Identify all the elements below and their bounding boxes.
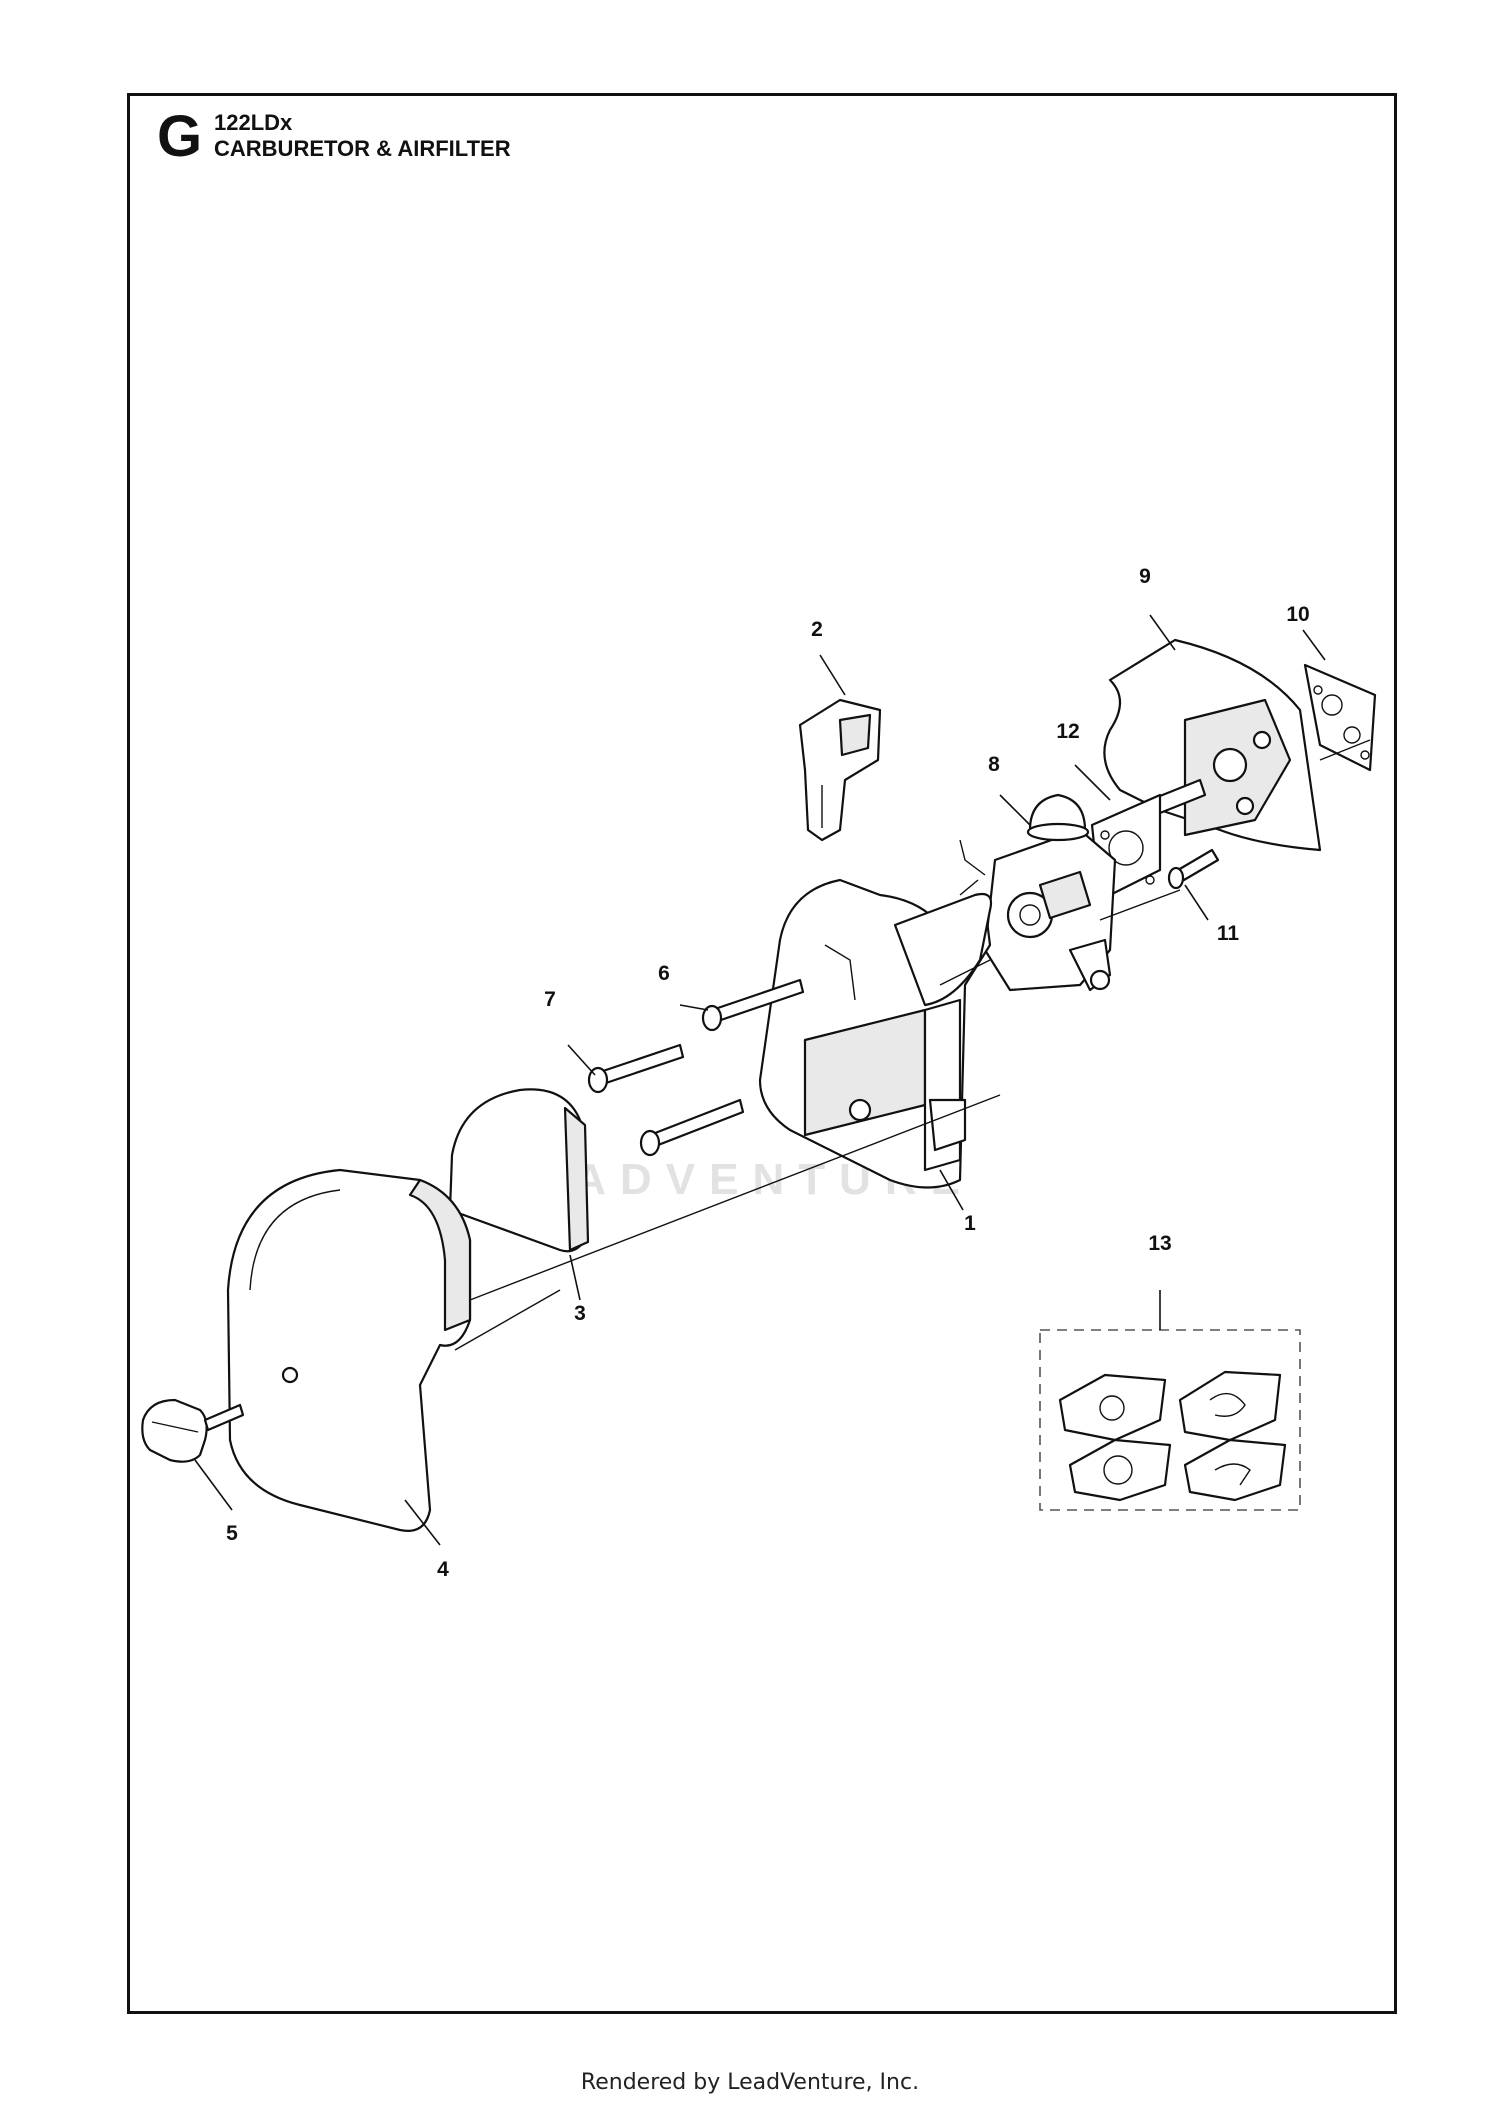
callout-6[interactable]: 6 xyxy=(658,962,670,985)
diagram-frame xyxy=(127,93,1397,2014)
callout-5[interactable]: 5 xyxy=(226,1522,238,1545)
callout-8[interactable]: 8 xyxy=(988,753,1000,776)
part-3-filter-element[interactable] xyxy=(448,1088,590,1253)
callout-3[interactable]: 3 xyxy=(574,1302,586,1325)
section-letter: G xyxy=(157,104,203,169)
callout-13[interactable]: 13 xyxy=(1148,1232,1172,1255)
part-11-screw[interactable] xyxy=(1167,848,1220,890)
callout-4[interactable]: 4 xyxy=(437,1558,449,1581)
part-7-screw[interactable] xyxy=(587,1043,745,1157)
section-title: CARBURETOR & AIRFILTER xyxy=(214,136,511,161)
part-1-airfilter-housing[interactable] xyxy=(758,878,993,1189)
callout-11[interactable]: 11 xyxy=(1216,922,1240,945)
part-4-airfilter-cover[interactable] xyxy=(226,1168,472,1532)
callout-1[interactable]: 1 xyxy=(964,1212,976,1235)
callout-10[interactable]: 10 xyxy=(1286,603,1310,626)
part-8-carburetor[interactable] xyxy=(959,793,1117,992)
callout-12[interactable]: 12 xyxy=(1056,720,1080,743)
part-2-bracket[interactable] xyxy=(798,698,882,842)
model-label: 122LDx xyxy=(214,110,293,135)
part-13-gasket-kit[interactable] xyxy=(1039,1329,1301,1511)
callout-2[interactable]: 2 xyxy=(811,618,823,641)
callout-9[interactable]: 9 xyxy=(1139,565,1151,588)
part-5-knob[interactable] xyxy=(141,1398,245,1463)
footer-credit: Rendered by LeadVenture, Inc. xyxy=(580,2070,920,2095)
part-6-screw[interactable] xyxy=(701,978,805,1032)
part-10-gasket[interactable] xyxy=(1303,663,1377,772)
callout-7[interactable]: 7 xyxy=(544,988,556,1011)
